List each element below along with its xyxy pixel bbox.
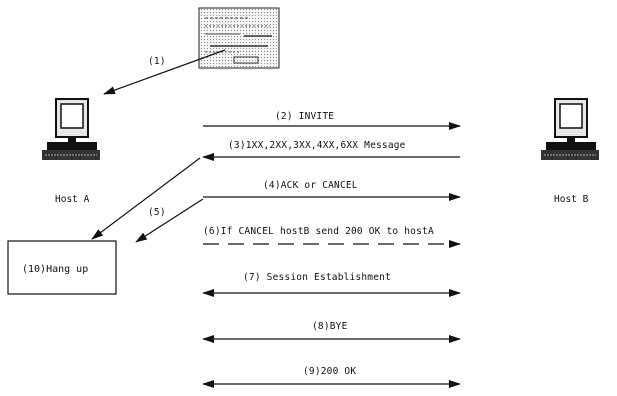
step-7-label: (7) Session Establishment bbox=[243, 272, 391, 283]
computer-icon bbox=[42, 99, 100, 160]
computer-icon bbox=[541, 99, 599, 160]
form-document-icon bbox=[199, 8, 279, 68]
host-a-label: Host A bbox=[55, 194, 90, 205]
hang-up-box: (10)Hang up bbox=[8, 241, 116, 294]
step-2-label: (2) INVITE bbox=[275, 111, 334, 122]
step-9-label: (9)200 OK bbox=[303, 366, 356, 377]
step-5-arrow bbox=[136, 199, 203, 242]
response-to-hangup-arrow bbox=[92, 158, 200, 239]
step-6-label: (6)If CANCEL hostB send 200 OK to hostA bbox=[203, 226, 434, 237]
step-1-label: (1) bbox=[148, 56, 166, 67]
step-4-label: (4)ACK or CANCEL bbox=[263, 180, 358, 191]
step-5-label: (5) bbox=[148, 207, 166, 218]
step-10-label: (10)Hang up bbox=[22, 264, 88, 275]
step-8-label: (8)BYE bbox=[312, 321, 348, 332]
step-3-label: (3)1XX,2XX,3XX,4XX,6XX Message bbox=[228, 140, 406, 151]
host-b-label: Host B bbox=[554, 194, 589, 205]
